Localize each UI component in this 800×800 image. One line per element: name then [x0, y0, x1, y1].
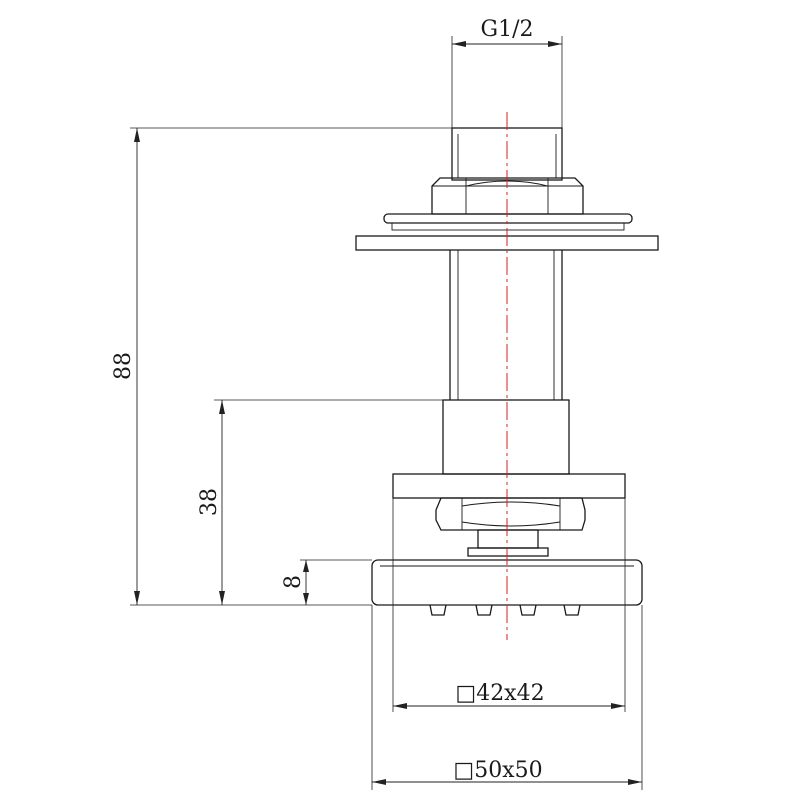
body-height-dimension: 38: [197, 399, 443, 605]
spray-nozzles: [429, 604, 581, 616]
overall-height-label: 88: [111, 352, 136, 380]
connector-stem: [477, 529, 539, 549]
fitting-body: [355, 127, 659, 616]
head-height-dimension: 8: [281, 559, 372, 605]
inner-square-label: □42x42: [455, 681, 544, 706]
nozzle: [519, 604, 537, 616]
lower-washer: [391, 222, 625, 231]
thread-dimension: G1/2: [451, 17, 563, 128]
connector-collar: [467, 547, 549, 557]
body-flange: [392, 473, 626, 499]
upper-washer: [383, 213, 633, 224]
lower-hex-nut: [435, 497, 586, 531]
outer-square-label: □50x50: [453, 758, 542, 783]
nozzle: [475, 604, 493, 616]
thread-size-label: G1/2: [481, 17, 534, 42]
head-height-label: 8: [281, 575, 306, 589]
body-height-label: 38: [197, 488, 222, 516]
outer-square-dimension: □50x50: [371, 605, 643, 790]
nozzle: [563, 604, 581, 616]
overall-height-dimension: 88: [111, 127, 452, 606]
stem-tube: [449, 250, 563, 400]
inner-square-dimension: □42x42: [392, 498, 626, 712]
nozzle: [429, 604, 447, 616]
body-sleeve: [442, 399, 570, 475]
